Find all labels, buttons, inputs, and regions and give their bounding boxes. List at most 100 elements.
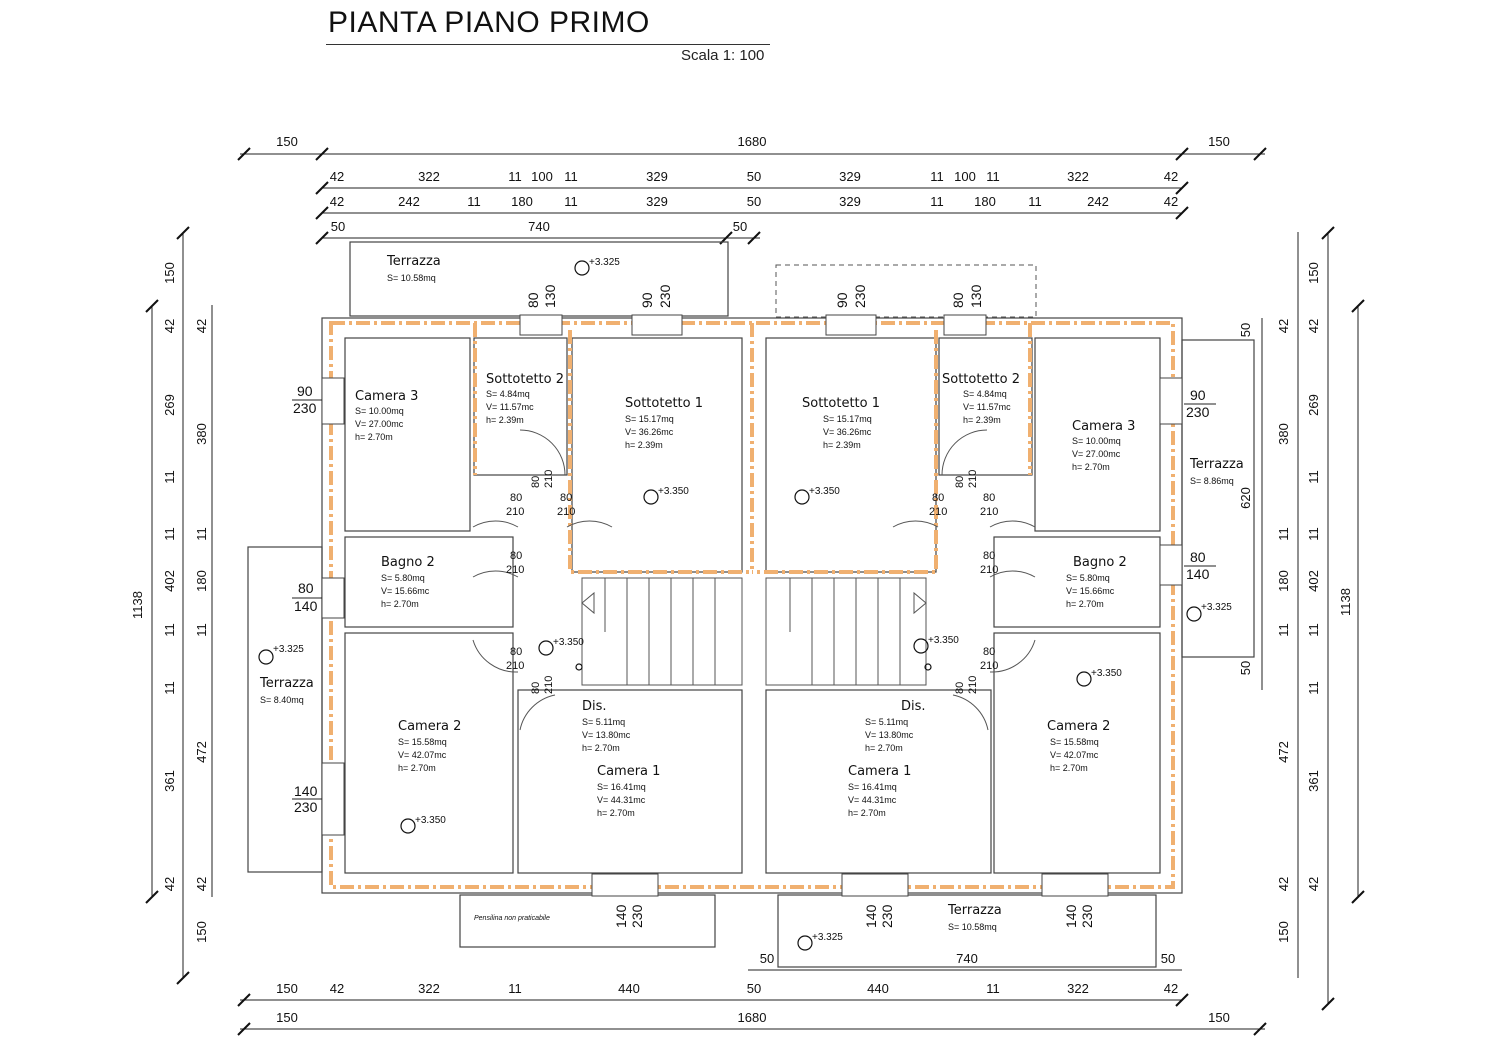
- window-width: 140: [613, 904, 629, 928]
- dim-top-row1: 322: [418, 169, 440, 184]
- window-height: 230: [1186, 404, 1210, 420]
- room-name: Sottotetto 2: [942, 372, 1020, 387]
- dim-bottom-row2: 11: [986, 981, 1000, 996]
- room-sottotetto2-left: Sottotetto 2 S= 4.84mq V= 11.57mc h= 2.3…: [486, 372, 564, 425]
- room-sottotetto1-right: Sottotetto 1 S= 15.17mq V= 36.26mc h= 2.…: [802, 396, 880, 450]
- dim-left-inner: 42: [194, 877, 209, 891]
- dim-right-outer: 11: [1276, 527, 1291, 541]
- room-volume: V= 27.00mc: [1072, 449, 1121, 459]
- terrace-name: Terrazza: [947, 903, 1002, 918]
- door-width: 80: [510, 492, 522, 504]
- dim-top-row1: 329: [646, 169, 668, 184]
- room-camera1-left: Camera 1 S= 16.41mq V= 44.31mc h= 2.70m: [597, 764, 660, 818]
- window-width: 80: [525, 292, 541, 308]
- dim-left-outer: 11: [162, 623, 177, 637]
- level-mark: +3.350: [415, 815, 446, 826]
- dim-top-row2: 180: [511, 194, 533, 209]
- door-height: 210: [506, 660, 524, 672]
- room-height: h= 2.70m: [355, 432, 393, 442]
- terrace-area: S= 8.86mq: [1190, 476, 1234, 486]
- dim-right-inner: 180: [1276, 570, 1291, 592]
- room-height: h= 2.39m: [625, 440, 663, 450]
- dim-top-row3: 50: [733, 219, 747, 234]
- door-height: 210: [980, 564, 998, 576]
- dim-left-outer: 150: [194, 921, 209, 943]
- dim-top-row2: 329: [839, 194, 861, 209]
- door-height: 210: [543, 676, 555, 694]
- dim-right-inner: 472: [1276, 741, 1291, 763]
- room-volume: V= 13.80mc: [582, 730, 631, 740]
- door-height: 210: [980, 506, 998, 518]
- door-width: 80: [560, 492, 572, 504]
- dim-left-inner: 380: [194, 423, 209, 445]
- window-height: 230: [657, 284, 673, 308]
- room-area: S= 10.00mq: [355, 406, 404, 416]
- room-camera1-right: Camera 1 S= 16.41mq V= 44.31mc h= 2.70m: [848, 764, 911, 818]
- level-mark: +3.350: [658, 486, 689, 497]
- dim-right-inner: 42: [1276, 319, 1291, 333]
- dim-top-row1: 11: [930, 169, 944, 184]
- dim-right-inner: 11: [1306, 527, 1321, 541]
- window-height: 140: [294, 598, 318, 614]
- dim-bottom-row2: 50: [747, 981, 761, 996]
- dim-top-total: 1680: [738, 134, 767, 149]
- room-area: S= 10.00mq: [1072, 436, 1121, 446]
- door-width: 80: [530, 476, 542, 488]
- dim-top-row3: 50: [331, 219, 345, 234]
- dim-right-outer: 402: [1306, 570, 1321, 592]
- dim-left-inner: 11: [194, 623, 209, 637]
- door-width: 80: [954, 476, 966, 488]
- dim-right-total: 1138: [1338, 588, 1353, 616]
- room-bagno2-left: Bagno 2 S= 5.80mq V= 15.66mc h= 2.70m: [381, 555, 435, 609]
- dim-right-outer: 150: [1276, 921, 1291, 943]
- room-name: Bagno 2: [1073, 555, 1127, 570]
- dim-bottom-row2: 11: [508, 981, 522, 996]
- room-volume: V= 36.26mc: [625, 427, 674, 437]
- room-volume: V= 11.57mc: [963, 402, 1011, 412]
- room-sottotetto1-left: Sottotetto 1 S= 15.17mq V= 36.26mc h= 2.…: [625, 396, 703, 450]
- dim-top-row2: 11: [1028, 194, 1042, 209]
- dim-top-row2: 11: [930, 194, 944, 209]
- level-mark: +3.350: [553, 637, 584, 648]
- title-underline: [326, 44, 770, 45]
- room-volume: V= 42.07mc: [398, 750, 447, 760]
- room-dis-right: Dis. S= 5.11mq V= 13.80mc h= 2.70m: [865, 699, 926, 753]
- dim-right-inner: 380: [1276, 423, 1291, 445]
- dim-right-inner: 11: [1306, 623, 1321, 637]
- door-width: 80: [983, 492, 995, 504]
- window-height: 130: [968, 284, 984, 308]
- window-width: 140: [863, 904, 879, 928]
- level-mark: +3.325: [812, 932, 843, 943]
- window-width: 90: [834, 292, 850, 308]
- dim-right-outer: 11: [1276, 623, 1291, 637]
- dim-bottom-total: 1680: [738, 1010, 767, 1025]
- dim-right-terrace: 50: [1238, 661, 1253, 675]
- room-volume: V= 44.31mc: [848, 795, 897, 805]
- room-area: S= 16.41mq: [597, 782, 646, 792]
- dim-top-row2: 42: [1164, 194, 1178, 209]
- room-name: Camera 3: [1072, 419, 1135, 434]
- dim-right-inner: 42: [1276, 877, 1291, 891]
- level-mark: +3.350: [1091, 668, 1122, 679]
- dim-left-inner: 11: [194, 527, 209, 541]
- window-height: 230: [629, 904, 645, 928]
- window-width: 80: [298, 580, 314, 596]
- dim-left-outer: 150: [162, 262, 177, 284]
- room-area: S= 5.80mq: [381, 573, 425, 583]
- dim-top-row2: 242: [398, 194, 420, 209]
- window-width: 90: [297, 383, 313, 399]
- room-volume: V= 11.57mc: [486, 402, 534, 412]
- window-height: 230: [852, 284, 868, 308]
- room-area: S= 5.11mq: [582, 717, 625, 727]
- room-height: h= 2.70m: [381, 599, 419, 609]
- dim-left-outer: 11: [162, 527, 177, 541]
- door-height: 210: [967, 676, 979, 694]
- dim-left-outer: 402: [162, 570, 177, 592]
- door-height: 210: [929, 506, 947, 518]
- dim-right-outer: 11: [1306, 681, 1321, 695]
- door-width: 80: [983, 550, 995, 562]
- dim-bottom-row2: 440: [867, 981, 889, 996]
- window-width: 90: [639, 292, 655, 308]
- window-height: 140: [1186, 566, 1210, 582]
- level-mark: +3.350: [809, 486, 840, 497]
